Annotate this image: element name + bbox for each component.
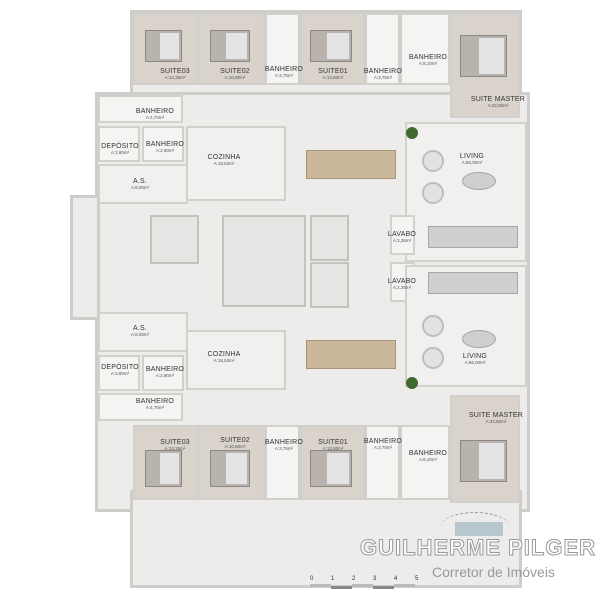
room-label: A.S.A:8,05m²: [130, 325, 150, 337]
bed-icon: [460, 35, 507, 77]
coffee-table-icon: [462, 172, 496, 190]
room-deposito-bottom: [98, 355, 140, 391]
room-as-top: [98, 164, 188, 204]
armchair-icon: [422, 315, 444, 337]
bed-icon: [310, 450, 352, 487]
coffee-table-icon: [462, 330, 496, 348]
bed-icon: [210, 450, 250, 487]
room-lavabo-top: [390, 215, 415, 255]
room-suite03-bottom: [133, 425, 198, 500]
room-deposito-top: [98, 126, 140, 162]
armchair-icon: [422, 347, 444, 369]
room-label: A.S.A:8,05m²: [130, 178, 150, 190]
scale-segment: [310, 584, 331, 587]
room-bath-master-top: [400, 13, 450, 85]
scale-tick: 3: [373, 576, 377, 582]
scale-bar: 0 1 2 3 4 5: [310, 576, 420, 589]
room-bath-top-2: [365, 13, 400, 85]
room-bath-small-top: [142, 126, 184, 162]
armchair-icon: [422, 150, 444, 172]
room-bath-service-bottom: [98, 393, 183, 421]
compass-arc: [440, 512, 510, 543]
plant-icon: [406, 377, 418, 389]
scale-tick: 5: [415, 576, 419, 582]
sofa-icon: [428, 272, 518, 294]
scale-segment: [331, 586, 352, 589]
armchair-icon: [422, 182, 444, 204]
room-bath-service-top: [98, 95, 183, 123]
bed-icon: [310, 30, 352, 62]
bed-icon: [210, 30, 250, 62]
scale-tick: 4: [394, 576, 398, 582]
bed-icon: [460, 440, 507, 482]
scale-segment: [352, 584, 373, 587]
room-bath-bottom-2: [365, 425, 400, 500]
room-bath-top-1: [265, 13, 300, 85]
elevator-2: [310, 262, 349, 308]
scale-tick: 2: [352, 576, 356, 582]
room-kitchen-bottom: [186, 330, 286, 390]
elevator-1: [310, 215, 349, 261]
sofa-icon: [428, 226, 518, 248]
stair-core: [222, 215, 306, 307]
room-bath-bottom-1: [265, 425, 300, 500]
room-kitchen-top: [186, 126, 286, 201]
watermark-name: GUILHERME PILGER: [359, 535, 597, 560]
room-bath-master-bottom: [400, 425, 450, 500]
plant-icon: [406, 127, 418, 139]
room-bath-small-bottom: [142, 355, 184, 391]
scale-tick: 1: [331, 576, 335, 582]
scale-segment: [373, 586, 394, 589]
scale-tick: 0: [310, 576, 314, 582]
entry-stub: [70, 195, 100, 320]
dining-table-top: [306, 150, 396, 179]
scale-segment: [394, 584, 415, 587]
room-suite02-bottom: [198, 425, 265, 500]
core-shaft: [150, 215, 199, 264]
dining-table-bottom: [306, 340, 396, 369]
watermark-subtitle: Corretor de Imóveis: [432, 564, 555, 580]
site-marker: [455, 522, 503, 536]
bed-icon: [145, 450, 182, 487]
bed-icon: [145, 30, 182, 62]
